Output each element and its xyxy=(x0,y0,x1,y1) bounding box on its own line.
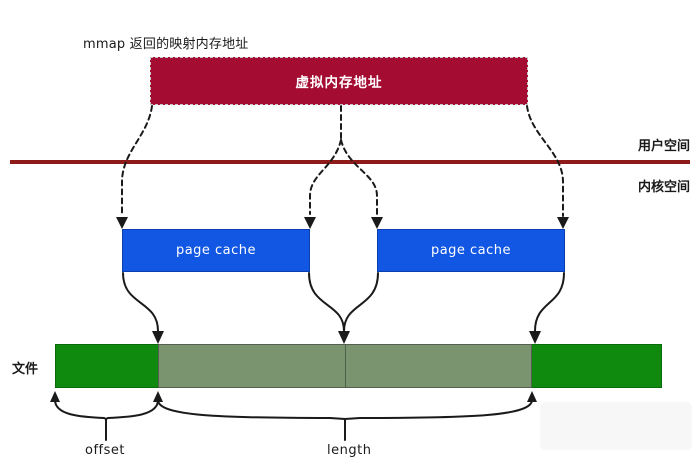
file-label: 文件 xyxy=(12,362,39,377)
arrowhead-down-file-left xyxy=(152,331,164,344)
faded-watermark xyxy=(540,402,692,450)
arrowhead-down-file-middle xyxy=(338,331,350,344)
solid-arrow-middle-left xyxy=(308,272,345,332)
virtual-memory-label: 虚拟内存地址 xyxy=(295,75,383,91)
page-cache-right-label: page cache xyxy=(430,243,512,258)
page-cache-box-left: page cache xyxy=(122,229,310,272)
length-brace-left xyxy=(157,399,346,420)
length-brace-right xyxy=(344,399,533,420)
offset-brace-left xyxy=(54,399,107,420)
kernel-space-label: 内核空间 xyxy=(637,180,690,195)
solid-arrow-left xyxy=(122,272,159,332)
arrowhead-down-file-right xyxy=(529,331,541,344)
user-kernel-separator-line xyxy=(10,160,690,164)
mmap-return-address-label: mmap 返回的映射内存地址 xyxy=(83,37,249,52)
page-cache-box-right: page cache xyxy=(377,229,565,272)
offset-brace-right xyxy=(105,399,159,420)
solid-arrow-right xyxy=(534,272,565,332)
arrowhead-up-offset-left xyxy=(50,391,60,402)
page-cache-left-label: page cache xyxy=(175,243,257,258)
arrowhead-down-midleft-pc xyxy=(304,217,316,229)
length-label: length xyxy=(327,443,372,458)
arrowhead-down-left-pc xyxy=(116,217,128,229)
virtual-memory-box: 虚拟内存地址 xyxy=(150,57,528,105)
mapped-region-divider xyxy=(345,345,346,387)
solid-arrow-middle-right xyxy=(343,272,379,332)
arrowhead-down-right-pc xyxy=(557,217,569,229)
dashed-arrow-middle-right-branch xyxy=(340,139,378,215)
offset-label: offset xyxy=(85,443,125,458)
user-space-label: 用户空间 xyxy=(637,139,690,154)
arrowhead-down-midright-pc xyxy=(371,217,383,229)
arrowhead-up-length-right xyxy=(527,391,537,402)
dashed-arrow-middle-left-branch xyxy=(309,139,342,215)
arrowhead-up-offset-length-shared xyxy=(153,391,163,402)
